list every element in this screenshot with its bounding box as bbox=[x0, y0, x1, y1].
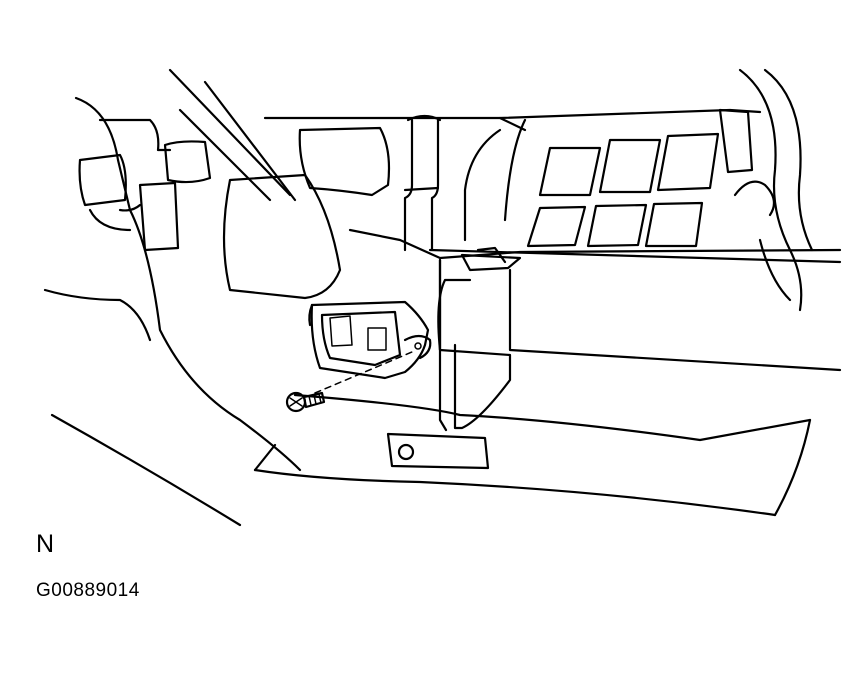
right-hose bbox=[733, 68, 814, 312]
inner-panel bbox=[222, 126, 391, 300]
wire-harness-connectors bbox=[78, 140, 212, 252]
install-guide-line bbox=[314, 351, 413, 394]
screw-icon bbox=[285, 391, 326, 413]
figure-id-label: G00889014 bbox=[36, 580, 140, 601]
pipe bbox=[403, 114, 442, 252]
mounting-bracket-icon bbox=[386, 246, 522, 470]
vent-grille bbox=[526, 108, 754, 248]
view-code-label: N bbox=[36, 530, 55, 558]
upper-housing bbox=[263, 108, 842, 264]
ecu-module-icon bbox=[308, 300, 432, 380]
left-trim-panel bbox=[43, 68, 302, 527]
lower-panel bbox=[253, 268, 842, 517]
